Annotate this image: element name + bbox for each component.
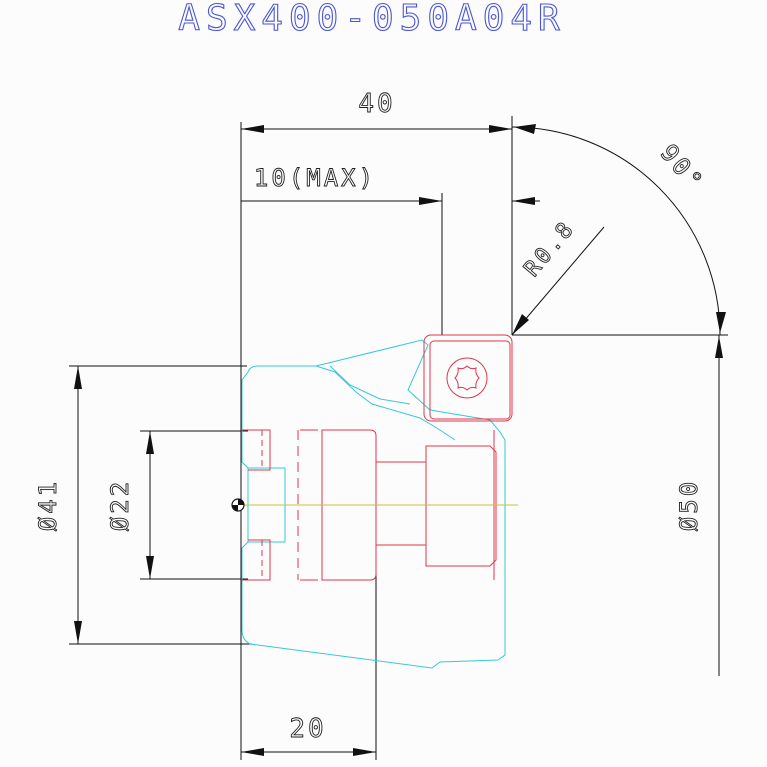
dim-40-label: 40: [358, 89, 395, 119]
dim-90deg: 90°: [511, 124, 728, 336]
dim-10max: 10(MAX): [241, 164, 443, 335]
insert: [423, 334, 513, 422]
axis-origin-icon: [231, 498, 245, 512]
dim-dia41: Ø41: [34, 365, 252, 645]
dim-90deg-label: 90°: [655, 139, 710, 197]
part-title: ASX400-050A04R: [178, 0, 565, 39]
torx-screw-icon: [446, 357, 488, 399]
dim-10max-label: 10(MAX): [254, 164, 376, 192]
dim-20: 20: [241, 558, 377, 760]
dim-dia50: Ø50: [675, 335, 723, 676]
dim-dia22-label: Ø22: [106, 479, 134, 531]
dim-dia41-label: Ø41: [34, 479, 62, 531]
bore-structure: [242, 429, 497, 581]
dim-dia50-label: Ø50: [675, 479, 703, 531]
dim-r08: R0.8: [511, 197, 605, 336]
dim-40: 40: [240, 89, 513, 760]
dim-r08-label: R0.8: [520, 216, 581, 282]
dim-20-label: 20: [289, 714, 326, 744]
dim-dia22: Ø22: [106, 430, 248, 580]
cutter-body-outline: [241, 339, 506, 669]
